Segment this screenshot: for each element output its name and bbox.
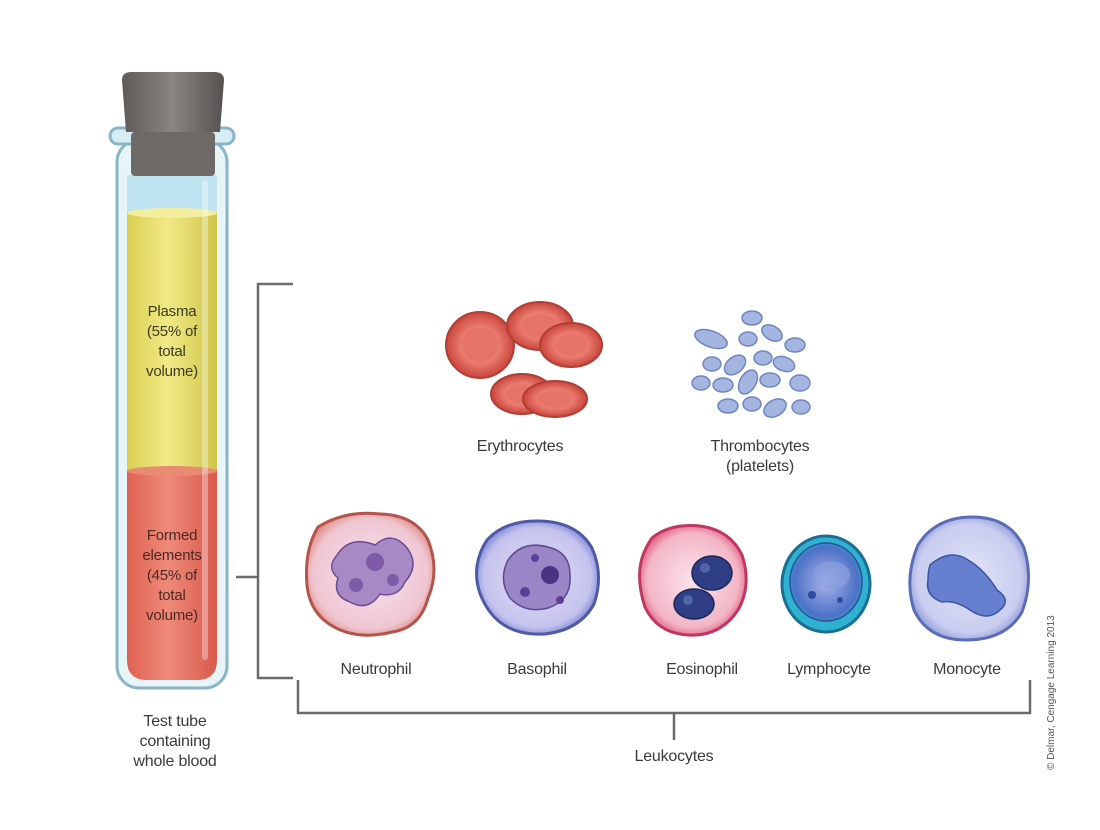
tube-highlight [202, 180, 208, 660]
neutrophil-label: Neutrophil [340, 661, 412, 678]
lymphocyte-label: Lymphocyte [787, 661, 871, 678]
eosinophil-label: Eosinophil [666, 661, 738, 678]
platelet [784, 337, 806, 353]
platelet [759, 372, 781, 388]
thrombocytes-label: Thrombocytes (platelets) [680, 437, 840, 477]
platelet [712, 377, 734, 393]
platelet [702, 356, 722, 372]
thrombocytes-label-line: Thrombocytes [710, 438, 810, 455]
caption-line: whole blood [133, 753, 217, 770]
stopper-plug [131, 132, 215, 176]
formed-label-line: total [158, 587, 186, 604]
plasma-layer [127, 212, 217, 470]
basophil-label: Basophil [507, 661, 567, 678]
plasma-label-line: (55% of [146, 323, 198, 340]
erythrocytes-label: Erythrocytes [476, 438, 564, 455]
platelet [763, 398, 787, 418]
test-tube-caption: Test tube containing whole blood [110, 712, 240, 772]
platelet [738, 331, 758, 347]
formed-label-line: elements [142, 547, 202, 564]
rbc [522, 380, 588, 418]
formed-label-line: Formed [146, 527, 198, 544]
platelet [789, 374, 811, 392]
platelet [694, 328, 728, 350]
monocyte-label: Monocyte [933, 661, 1001, 678]
leukocytes-label: Leukocytes [634, 748, 714, 765]
platelet [723, 354, 747, 376]
platelet [753, 350, 773, 366]
caption-line: containing [139, 733, 211, 750]
platelet [791, 399, 811, 415]
platelet [742, 396, 762, 412]
formed-elements-label: Formed elements (45% of total volume) [127, 526, 217, 626]
platelet [691, 375, 711, 391]
platelet [737, 369, 759, 395]
platelet [741, 310, 763, 326]
rbc [445, 311, 515, 379]
formed-elements-layer [127, 470, 217, 680]
plasma-label-line: total [158, 343, 186, 360]
neutrophil-illustration [305, 511, 436, 637]
caption-line: Test tube [143, 713, 207, 730]
copyright-credit: © Delmar, Cengage Learning 2013 [1046, 615, 1057, 770]
platelet [717, 398, 739, 414]
plasma-meniscus [127, 208, 217, 218]
formed-label-line: volume) [146, 607, 198, 624]
formed-elements-bracket [236, 282, 293, 680]
plasma-label-line: volume) [146, 363, 198, 380]
platelet [761, 324, 783, 342]
lymphocyte-illustration [780, 534, 872, 634]
formed-label-line: (45% of [146, 567, 198, 584]
rbc [539, 322, 603, 368]
thrombocytes-illustration [691, 310, 811, 418]
platelet [772, 355, 796, 373]
erythrocytes-illustration [445, 301, 603, 418]
basophil-illustration [475, 519, 600, 636]
tube-stopper [122, 72, 224, 132]
leukocytes-bracket [296, 680, 1032, 740]
test-tube [108, 72, 236, 690]
plasma-label: Plasma (55% of total volume) [127, 302, 217, 382]
formed-boundary [127, 466, 217, 476]
plasma-label-line: Plasma [147, 303, 197, 320]
monocyte-illustration [908, 515, 1031, 642]
eosinophil-illustration [638, 524, 748, 637]
thrombocytes-label-line: (platelets) [725, 458, 795, 475]
